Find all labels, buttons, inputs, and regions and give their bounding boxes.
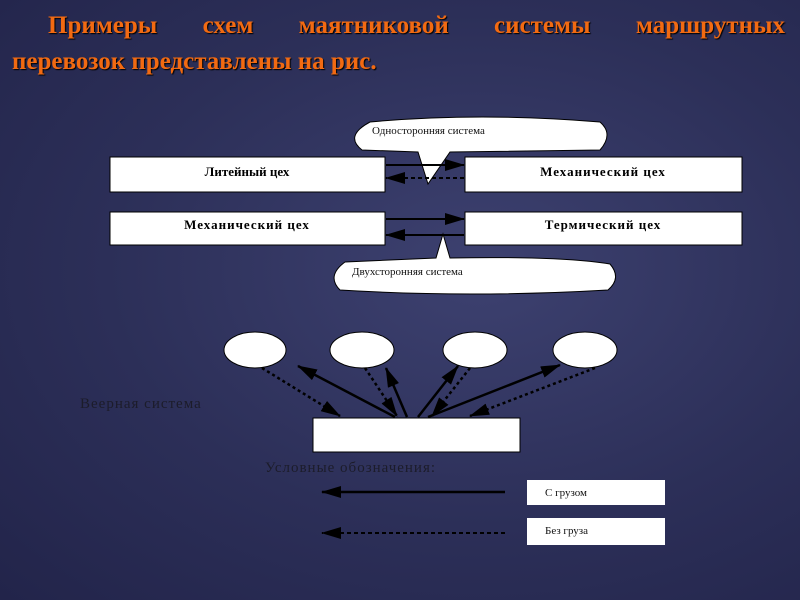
destination-node — [329, 331, 395, 369]
box-foundry-shop — [109, 156, 386, 193]
fan-arrow-loaded — [384, 367, 409, 418]
box-mechanical-shop-1-label: Механический цех — [540, 164, 666, 179]
legend-empty-label: Без груза — [545, 525, 588, 537]
fan-arrow-loaded — [417, 365, 459, 418]
fan-arrow-loaded — [297, 364, 396, 419]
legend-loaded-label: С грузом — [545, 487, 587, 499]
fan-arrow-empty — [261, 366, 341, 418]
title-line-2: перевозок представлены на рис. — [12, 48, 377, 75]
legend: Условные обозначения: С грузом Без груза — [265, 460, 665, 545]
fan-arrow-loaded — [427, 363, 561, 419]
box-thermal-shop-label: Термический цех — [545, 217, 662, 232]
box-mechanical-shop-2-label: Механический цех — [184, 217, 310, 232]
box-mechanical-shop-1 — [464, 156, 743, 193]
legend-empty-box — [527, 518, 665, 545]
callout-two-way-text: Двухсторонняя система — [352, 266, 463, 278]
callout-one-way-text: Односторонняя система — [372, 125, 485, 137]
destination-node — [552, 331, 618, 369]
box-foundry-shop-label: Литейный цех — [205, 164, 290, 179]
destination-node — [442, 331, 508, 369]
fan-arrow-empty — [363, 367, 399, 417]
title-line-1: Примеры схем маятниковой системы маршрут… — [48, 12, 785, 39]
legend-title: Условные обозначения: — [265, 460, 436, 476]
destination-node — [223, 331, 287, 369]
fan-system-label: Веерная система — [80, 396, 202, 412]
fan-arrow-empty — [431, 367, 471, 417]
legend-loaded-box — [527, 480, 665, 505]
callout-two-way: Двухсторонняя система — [333, 232, 616, 295]
slide-title: Примеры схем маятниковой системы маршрут… — [12, 8, 785, 80]
origin-box — [312, 417, 521, 453]
box-thermal-shop — [464, 211, 743, 246]
callout-one-way: Односторонняя система — [354, 116, 608, 186]
fan-system: Веерная система — [80, 331, 618, 453]
box-mechanical-shop-2 — [109, 211, 386, 246]
fan-arrow-empty — [469, 366, 596, 418]
